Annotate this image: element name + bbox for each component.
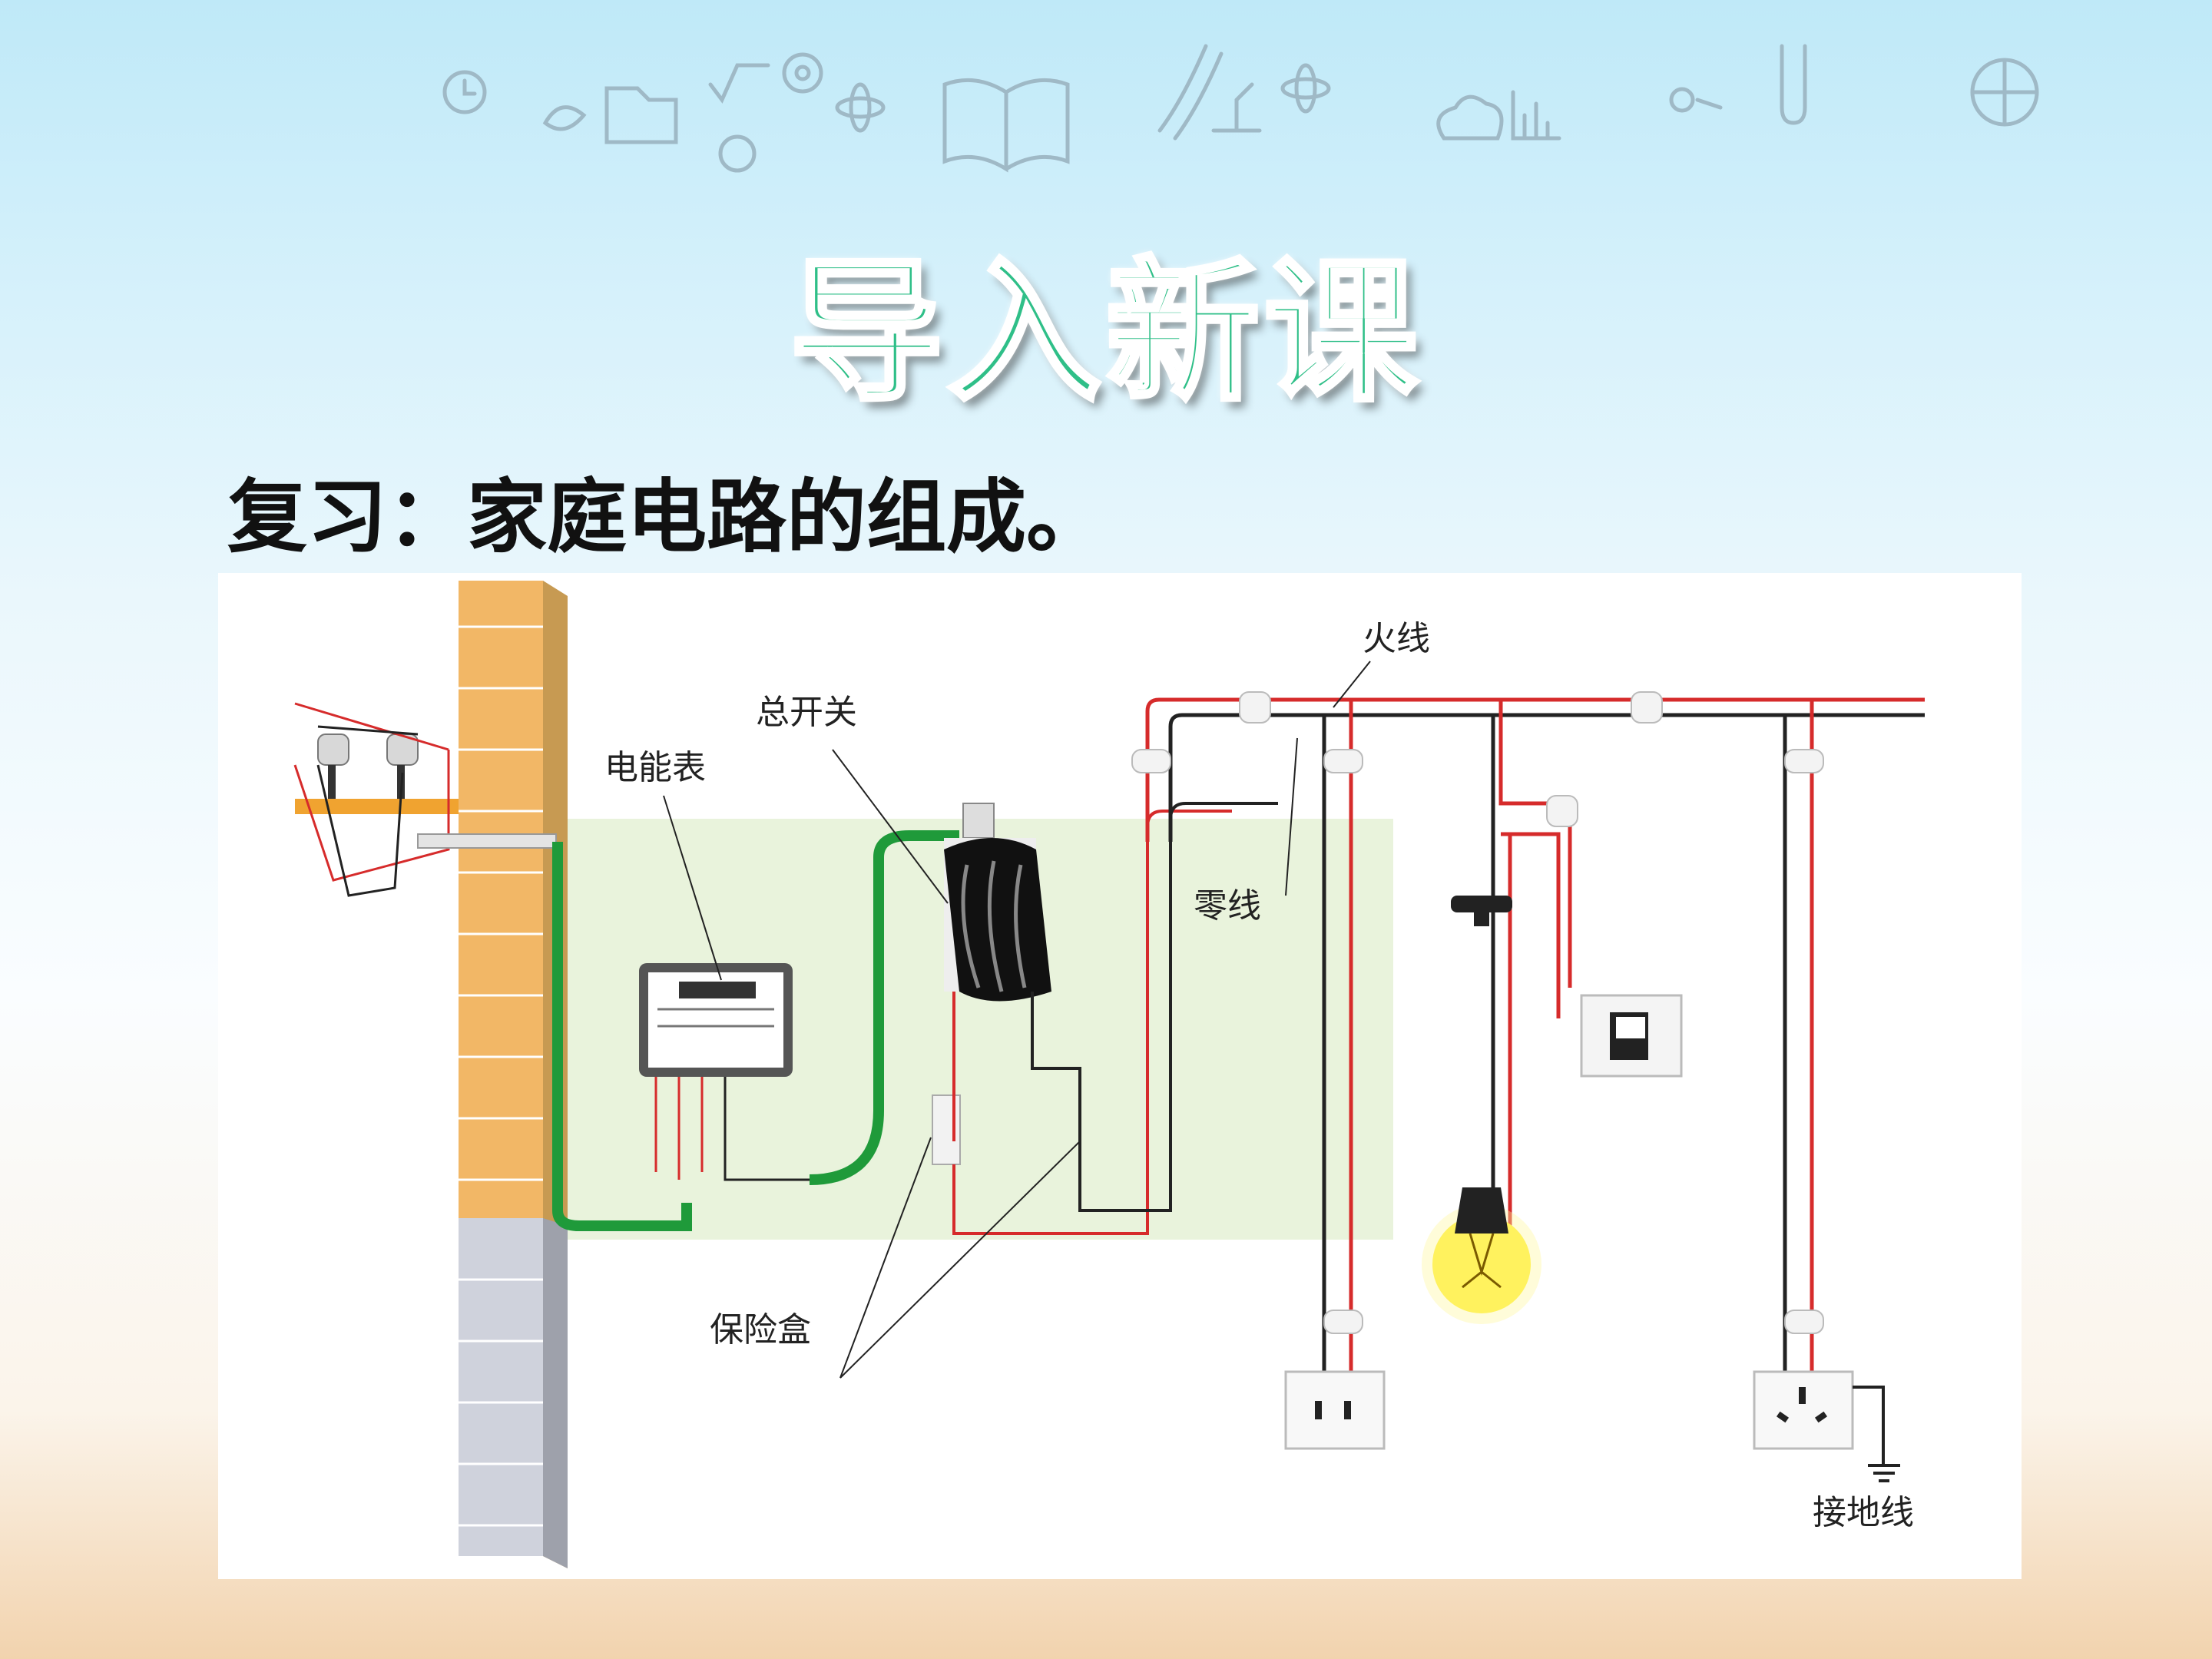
service-cable xyxy=(552,842,692,1231)
wall-switch xyxy=(1580,994,1683,1078)
three-pin-socket xyxy=(1753,1370,1900,1482)
meter-label: 电能表 xyxy=(604,748,706,787)
leaf-icon xyxy=(542,105,587,131)
slide-subtitle: 复习：家庭电路的组成。 xyxy=(227,470,1107,564)
label-leaders xyxy=(663,661,1371,1379)
science-doodles-banner xyxy=(442,44,2039,173)
light-bulb-doodle-icon xyxy=(718,134,757,173)
bar-chart-icon xyxy=(1511,90,1561,141)
slide-title: 导入新课 xyxy=(787,241,1422,425)
open-book-icon xyxy=(942,78,1070,173)
test-tube-icon xyxy=(1780,44,1807,125)
energy-meter xyxy=(639,963,810,1181)
two-pin-socket xyxy=(1284,1370,1386,1450)
wire-junctions xyxy=(1131,691,1824,1334)
gear-icon xyxy=(782,52,823,94)
globe-icon xyxy=(1970,58,2039,127)
insulator-bracket xyxy=(293,702,557,897)
alarm-clock-icon xyxy=(442,70,487,114)
fuse-box-label: 保险盒 xyxy=(710,1310,811,1349)
main-switch xyxy=(944,803,1051,1002)
household-circuit-diagram: 电能表 总开关 保险盒 火线 零线 接地线 xyxy=(293,581,1925,1568)
dna-icon xyxy=(1157,44,1224,141)
folder-icon xyxy=(604,86,678,144)
neutral-wire-label: 零线 xyxy=(1194,886,1261,926)
square-root-icon xyxy=(708,63,770,104)
distribution-wires xyxy=(1145,697,1925,1372)
molecule-icon xyxy=(1669,87,1723,113)
microscope-icon xyxy=(1211,82,1262,133)
atom-icon-2 xyxy=(1280,63,1331,114)
ground-wire-label: 接地线 xyxy=(1813,1493,1914,1532)
meter-to-switch-cable xyxy=(809,830,959,1185)
brick-wall xyxy=(459,581,568,1568)
live-wire-label: 火线 xyxy=(1363,619,1430,658)
atom-icon xyxy=(835,82,886,133)
light-bulb xyxy=(1422,896,1541,1324)
diagram-panel: 电能表 总开关 保险盒 火线 零线 接地线 xyxy=(218,573,2022,1579)
main-switch-label: 总开关 xyxy=(756,693,857,732)
cloud-icon xyxy=(1436,94,1504,141)
